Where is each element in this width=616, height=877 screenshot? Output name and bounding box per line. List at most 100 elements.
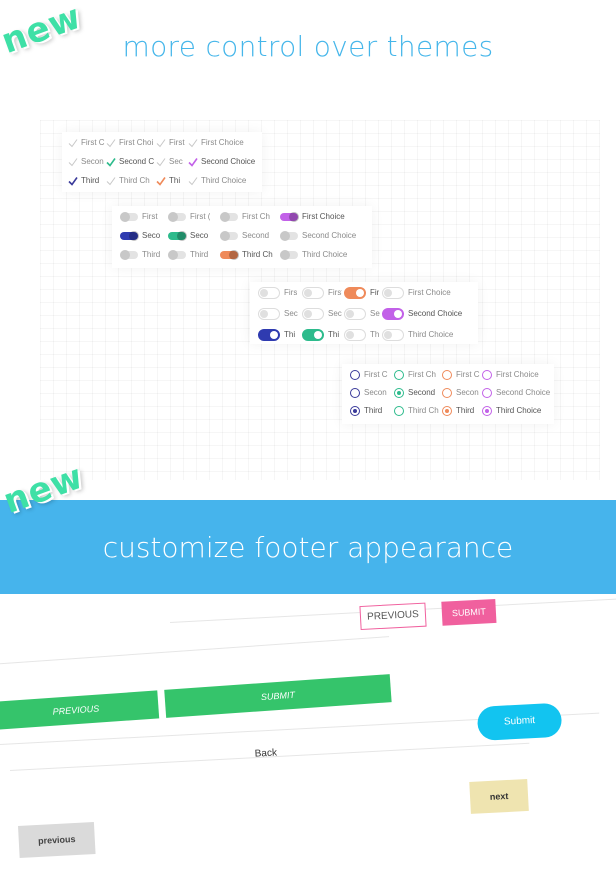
option-1[interactable]: Firs (258, 286, 297, 300)
option-2[interactable]: Sec (156, 155, 183, 169)
option-3[interactable]: Third (120, 248, 160, 262)
previous-button[interactable]: PREVIOUS (359, 602, 427, 631)
toggle-switch[interactable] (220, 231, 238, 241)
toggle-switch[interactable] (258, 329, 280, 341)
option-1[interactable]: First C (68, 136, 105, 150)
toggle-switch[interactable] (302, 329, 324, 341)
option-3[interactable]: Th (344, 328, 379, 342)
option-1[interactable]: First (156, 136, 185, 150)
toggle-switch[interactable] (382, 308, 404, 320)
option-2[interactable]: Second Choice (188, 155, 255, 169)
option-1[interactable]: First Ch (394, 368, 436, 382)
submit-button[interactable]: SUBMIT (164, 674, 392, 718)
radio-button[interactable] (350, 406, 360, 416)
option-2[interactable]: Secon (350, 386, 387, 400)
radio-button[interactable] (394, 388, 404, 398)
checkmark-icon[interactable] (68, 138, 78, 148)
submit-button[interactable]: SUBMIT (441, 598, 497, 626)
option-1[interactable]: First C (350, 368, 388, 382)
radio-button[interactable] (442, 388, 452, 398)
option-3[interactable]: Thi (302, 328, 339, 342)
submit-button[interactable]: Submit (476, 702, 563, 741)
radio-button[interactable] (442, 406, 452, 416)
radio-button[interactable] (482, 370, 492, 380)
option-1[interactable]: First (302, 286, 342, 300)
option-1[interactable]: First Choice (280, 210, 345, 224)
option-2[interactable]: Second C (106, 155, 154, 169)
option-3[interactable]: Third Choice (482, 404, 541, 418)
checkmark-icon[interactable] (188, 176, 198, 186)
radio-button[interactable] (394, 370, 404, 380)
option-1[interactable]: First Choi (106, 136, 153, 150)
option-1[interactable]: First Choice (188, 136, 244, 150)
radio-button[interactable] (482, 388, 492, 398)
radio-button[interactable] (482, 406, 492, 416)
option-3[interactable]: Third (68, 174, 99, 188)
checkmark-icon[interactable] (156, 138, 166, 148)
checkmark-icon[interactable] (106, 138, 116, 148)
option-2[interactable]: Sec (302, 307, 342, 321)
checkmark-icon[interactable] (106, 157, 116, 167)
toggle-switch[interactable] (168, 250, 186, 260)
checkmark-icon[interactable] (188, 157, 198, 167)
option-3[interactable]: Thi (258, 328, 295, 342)
option-2[interactable]: Secon (68, 155, 104, 169)
option-1[interactable]: First C (442, 368, 480, 382)
option-3[interactable]: Third Choice (382, 328, 453, 342)
toggle-switch[interactable] (168, 231, 187, 241)
option-2[interactable]: Second Choice (382, 307, 462, 321)
option-2[interactable]: Secon (442, 386, 479, 400)
checkmark-icon[interactable] (156, 157, 166, 167)
previous-button[interactable]: PREVIOUS (0, 690, 160, 730)
option-3[interactable]: Third Ch (106, 174, 150, 188)
toggle-switch[interactable] (120, 212, 138, 222)
option-2[interactable]: Second (394, 386, 435, 400)
option-3[interactable]: Third (168, 248, 208, 262)
radio-button[interactable] (350, 388, 360, 398)
toggle-switch[interactable] (258, 287, 280, 299)
option-1[interactable]: First Ch (220, 210, 270, 224)
toggle-switch[interactable] (280, 212, 299, 222)
checkmark-icon[interactable] (156, 176, 166, 186)
option-2[interactable]: Second Choice (280, 229, 356, 243)
checkmark-icon[interactable] (68, 157, 78, 167)
option-2[interactable]: Second Choice (482, 386, 550, 400)
option-2[interactable]: Se (344, 307, 380, 321)
checkmark-icon[interactable] (68, 176, 78, 186)
previous-button[interactable]: previous (18, 822, 96, 858)
option-2[interactable]: Seco (168, 229, 208, 243)
toggle-switch[interactable] (382, 287, 404, 299)
option-3[interactable]: Third Ch (394, 404, 439, 418)
toggle-switch[interactable] (220, 212, 238, 222)
toggle-switch[interactable] (120, 250, 138, 260)
radio-button[interactable] (350, 370, 360, 380)
option-2[interactable]: Seco (120, 229, 160, 243)
checkmark-icon[interactable] (106, 176, 116, 186)
checkmark-icon[interactable] (188, 138, 198, 148)
option-1[interactable]: First Choice (382, 286, 451, 300)
toggle-switch[interactable] (344, 308, 366, 320)
toggle-switch[interactable] (280, 250, 298, 260)
option-3[interactable]: Third (350, 404, 382, 418)
radio-button[interactable] (442, 370, 452, 380)
option-1[interactable]: Fir (344, 286, 379, 300)
toggle-switch[interactable] (258, 308, 280, 320)
toggle-switch[interactable] (168, 212, 186, 222)
option-3[interactable]: Third (442, 404, 474, 418)
option-3[interactable]: Third Choice (188, 174, 246, 188)
toggle-switch[interactable] (302, 287, 324, 299)
option-1[interactable]: First Choice (482, 368, 539, 382)
option-3[interactable]: Third Ch (220, 248, 273, 262)
toggle-switch[interactable] (382, 329, 404, 341)
next-button[interactable]: next (469, 778, 529, 814)
toggle-switch[interactable] (302, 308, 324, 320)
option-3[interactable]: Third Choice (280, 248, 347, 262)
option-2[interactable]: Sec (258, 307, 298, 321)
option-2[interactable]: Second (220, 229, 269, 243)
option-3[interactable]: Thi (156, 174, 180, 188)
option-1[interactable]: First (120, 210, 158, 224)
option-1[interactable]: First ( (168, 210, 210, 224)
radio-button[interactable] (394, 406, 404, 416)
toggle-switch[interactable] (344, 329, 366, 341)
toggle-switch[interactable] (344, 287, 366, 299)
